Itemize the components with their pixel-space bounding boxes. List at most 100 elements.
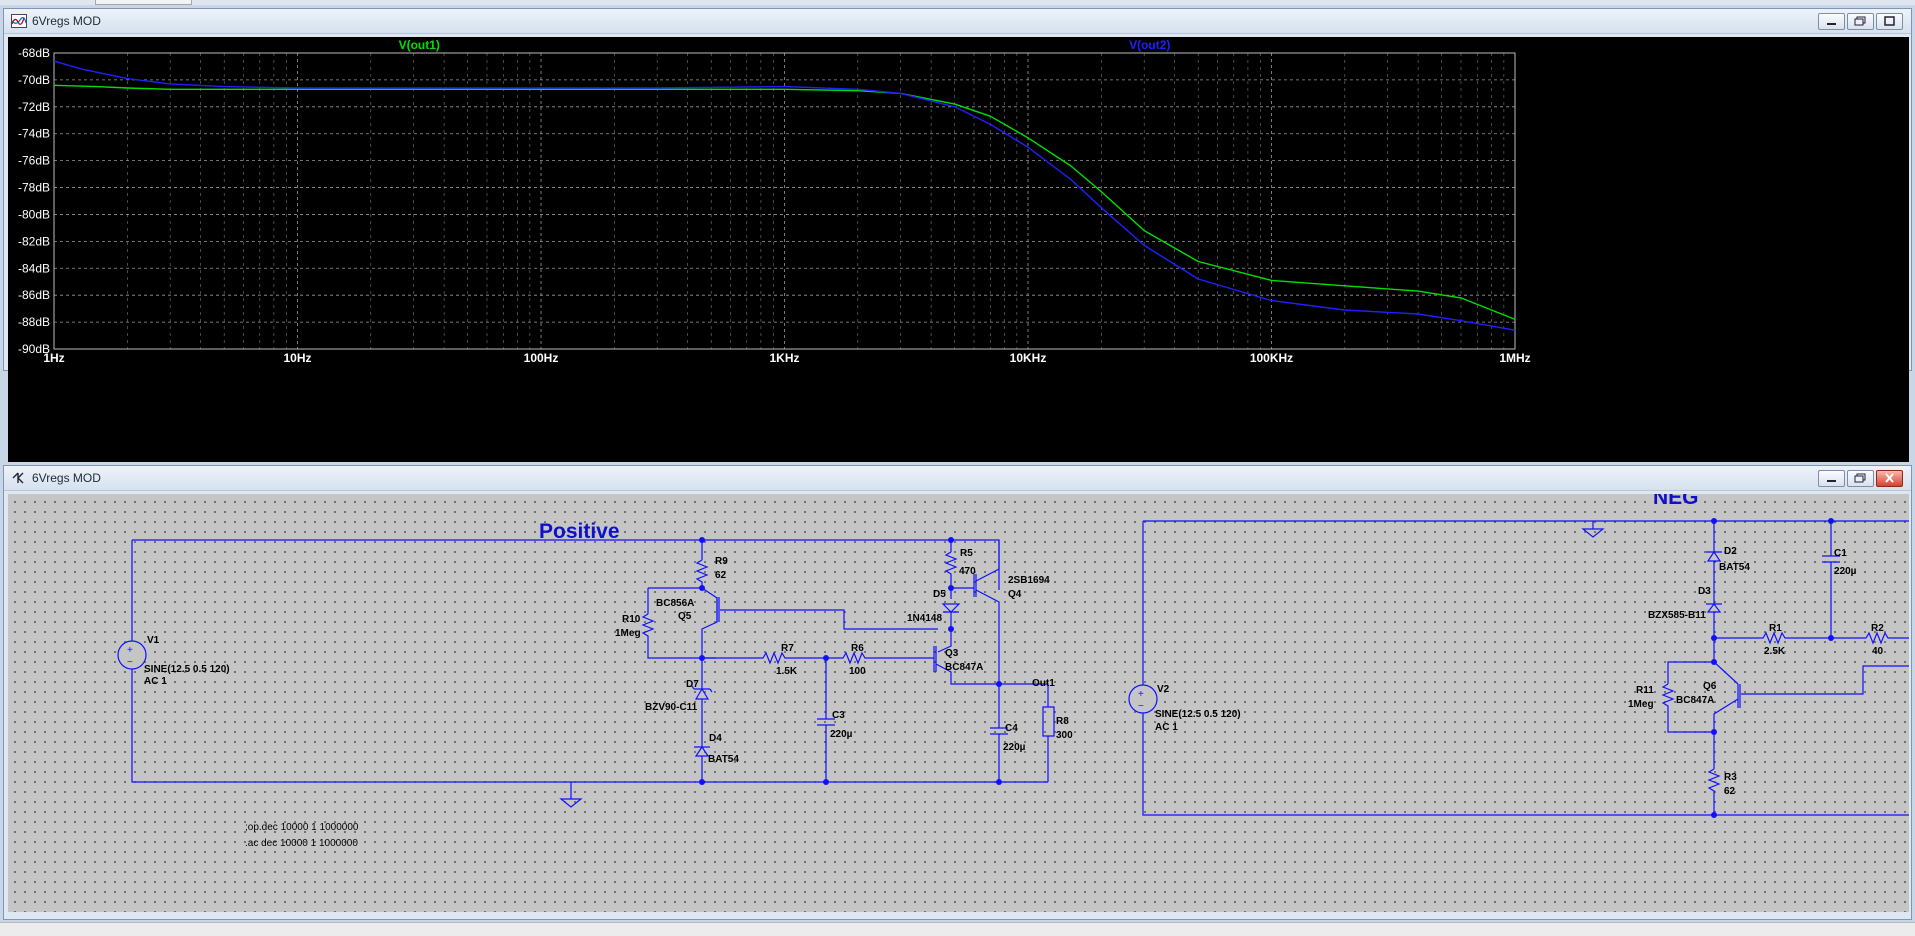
label-q3-model: BC847A (945, 662, 983, 673)
plot-window-titlebar[interactable]: 6Vregs MOD (4, 9, 1911, 34)
series-line (53, 60, 1516, 331)
schematic-drawing[interactable]: + − + − V1 SINE(12.5 0.5 120) AC 1 R9 62… (8, 494, 1909, 912)
label-q5: Q5 (678, 611, 692, 622)
label-r1-value: 2.5K (1764, 646, 1786, 657)
schematic-window: 6Vregs MOD (3, 465, 1912, 920)
status-bar (0, 922, 1915, 936)
label-r11-value: 1Meg (1628, 699, 1654, 710)
label-r11: R11 (1636, 685, 1654, 696)
label-d7-model: BZV90-C11 (645, 702, 698, 713)
label-r10: R10 (622, 614, 641, 625)
label-v1-value: SINE(12.5 0.5 120) (144, 664, 230, 675)
label-v1: V1 (147, 635, 160, 646)
y-tick-label: -80dB (18, 207, 50, 221)
label-d3: D3 (1698, 586, 1711, 597)
minimize-icon (1827, 480, 1836, 482)
label-d3-model: BZX585-B11 (1648, 610, 1706, 621)
label-r3-value: 62 (1724, 786, 1736, 797)
y-tick-label: -72dB (18, 100, 50, 114)
label-c4: C4 (1005, 723, 1018, 734)
schematic-canvas[interactable]: + − + − V1 SINE(12.5 0.5 120) AC 1 R9 62… (8, 494, 1909, 912)
label-r6-value: 100 (849, 666, 866, 677)
schematic-icon (12, 472, 24, 484)
minimize-icon (1827, 23, 1836, 25)
label-r7-value: 1.5K (776, 666, 798, 677)
label-r3: R3 (1724, 772, 1737, 783)
label-r5-value: 470 (959, 566, 976, 577)
label-out1: Out1 (1032, 678, 1055, 689)
label-q6: Q6 (1703, 681, 1717, 692)
label-q4-model: 2SB1694 (1008, 575, 1050, 586)
restore-icon (1854, 473, 1866, 483)
schematic-restore-button[interactable] (1847, 470, 1874, 487)
y-tick-label: -78dB (18, 181, 50, 195)
y-tick-label: -88dB (18, 315, 50, 329)
label-q5-model: BC856A (656, 598, 694, 609)
close-icon (1885, 473, 1894, 483)
y-tick-label: -84dB (18, 261, 50, 275)
label-d5-model: 1N4148 (907, 613, 942, 624)
schematic-window-titlebar[interactable]: 6Vregs MOD (4, 466, 1911, 491)
x-tick-label: 10Hz (283, 351, 311, 362)
menu-tab[interactable] (95, 0, 192, 5)
label-c1-value: 220µ (1834, 566, 1857, 577)
bode-plot[interactable]: -68dB-70dB-72dB-74dB-76dB-78dB-80dB-82dB… (8, 37, 1909, 362)
label-r8: R8 (1056, 716, 1069, 727)
svg-text:−: − (1138, 701, 1144, 712)
label-r1: R1 (1769, 623, 1782, 634)
svg-text:+: + (127, 645, 133, 656)
plot-window-title: 6Vregs MOD (32, 14, 101, 28)
label-r6: R6 (851, 643, 864, 654)
minimize-button[interactable] (1818, 13, 1845, 30)
x-tick-label: 100KHz (1250, 351, 1293, 362)
label-d4-model: BAT54 (708, 754, 739, 765)
maximize-button[interactable] (1876, 13, 1903, 30)
label-positive: Positive (539, 520, 620, 543)
label-r7: R7 (781, 643, 794, 654)
top-strip (0, 0, 1915, 5)
label-r5: R5 (960, 548, 973, 559)
x-tick-label: 100Hz (524, 351, 559, 362)
series-line (53, 84, 1516, 321)
label-v1-ac: AC 1 (144, 676, 167, 687)
restore-icon (1854, 16, 1866, 26)
spice-directive-2[interactable]: .ac dec 10000 1 1000000 (245, 838, 358, 849)
label-d4: D4 (709, 733, 722, 744)
label-r2: R2 (1871, 623, 1884, 634)
plot-frame (53, 52, 1516, 350)
label-v2: V2 (1157, 684, 1170, 695)
svg-text:−: − (127, 657, 133, 668)
schematic-close-button[interactable] (1876, 470, 1903, 487)
label-v2-value: SINE(12.5 0.5 120) (1155, 709, 1241, 720)
spice-directive[interactable]: ;op.dec 10000 1 1000000 (245, 822, 359, 833)
label-r8-value: 300 (1056, 730, 1073, 741)
label-r2-value: 40 (1872, 646, 1884, 657)
plot-window: 6Vregs MOD -68dB-70dB-72dB-74dB-76dB-78d… (3, 8, 1912, 462)
legend-label: V(out1) (399, 38, 440, 52)
x-tick-label: 1MHz (1499, 351, 1530, 362)
y-tick-label: -90dB (18, 342, 50, 356)
y-tick-label: -86dB (18, 288, 50, 302)
plot-area[interactable]: -68dB-70dB-72dB-74dB-76dB-78dB-80dB-82dB… (8, 37, 1909, 462)
label-r9-value: 62 (715, 570, 727, 581)
waveform-icon (11, 14, 27, 28)
label-q6-model: BC847A (1676, 695, 1714, 706)
x-tick-label: 1Hz (43, 351, 64, 362)
label-q4: Q4 (1008, 589, 1022, 600)
label-c1: C1 (1834, 548, 1847, 559)
label-d2-model: BAT54 (1719, 562, 1750, 573)
svg-text:+: + (1138, 689, 1144, 700)
x-tick-label: 1KHz (769, 351, 799, 362)
label-c3-value: 220µ (830, 729, 853, 740)
label-c3: C3 (832, 710, 845, 721)
y-tick-label: -76dB (18, 154, 50, 168)
y-tick-label: -68dB (18, 46, 50, 60)
label-r9: R9 (715, 556, 728, 567)
schematic-window-title: 6Vregs MOD (32, 471, 101, 485)
schematic-minimize-button[interactable] (1818, 470, 1845, 487)
label-neg: NEG (1653, 494, 1699, 509)
label-c4-value: 220µ (1003, 742, 1026, 753)
label-d7: D7 (686, 679, 699, 690)
label-d2: D2 (1724, 546, 1737, 557)
restore-button[interactable] (1847, 13, 1874, 30)
